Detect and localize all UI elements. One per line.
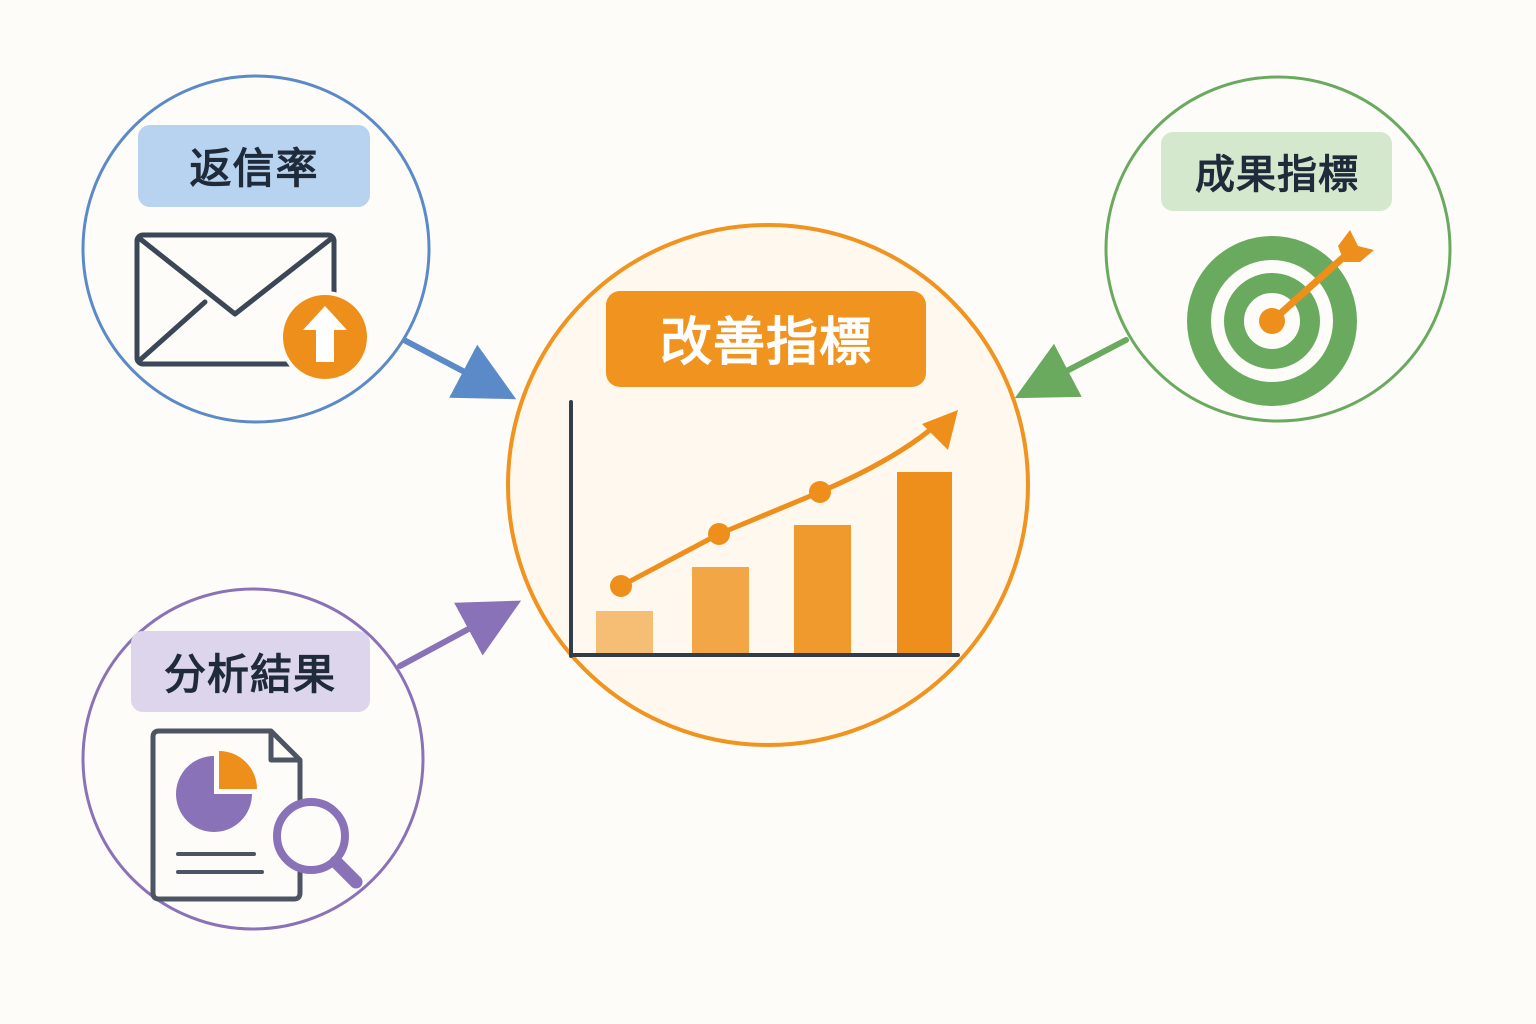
bar-line-growth-chart-icon [569,400,960,658]
chart-bar [596,611,653,653]
up-arrow-icon [303,306,347,362]
analysis-results-node: 分析結果 [81,587,425,931]
reply-rate-label-badge [138,125,370,207]
chart-trend-arrowhead [922,410,958,450]
magnifier-lens [273,798,349,874]
target-ring-outer [1187,236,1357,406]
arrow-reply-rate-to-center [401,337,517,400]
chart-point [809,481,831,503]
envelope-flap [137,236,334,317]
reply-rate-label: 返信率 [189,144,318,193]
reply-rate-node: 返信率 [81,74,431,424]
pie-slice-purple [176,756,252,832]
envelope-up-arrow-icon [134,232,371,383]
target-bullseye [1259,308,1285,334]
analysis-results-label: 分析結果 [164,650,336,699]
pie-slice-orange [219,751,257,789]
center-node: 改善指標 [506,223,1030,747]
magnifier-handle [329,855,363,889]
chart-bar [692,567,749,653]
arrow-analysis-to-center [397,600,522,669]
center-title: 改善指標 [660,313,872,373]
outcome-metrics-node: 成果指標 [1104,75,1452,423]
target-arrow-fletching [1338,230,1374,262]
document-corner-fold [268,731,300,763]
chart-point [610,575,632,597]
arrow-outcome-to-center [1014,337,1129,399]
analysis-results-label-badge [131,631,370,712]
outcome-metrics-label-badge [1161,132,1392,211]
chart-bar [794,525,851,653]
connector-arrows [397,337,1129,669]
target-arrow-icon [1187,230,1374,406]
target-ring-inner [1224,273,1320,369]
center-title-badge [606,291,926,387]
outcome-metrics-label: 成果指標 [1195,152,1359,198]
envelope-fold-left [137,299,208,363]
chart-bar [897,472,952,653]
target-arrow-shaft [1268,251,1350,325]
document-pie-magnifier-icon [150,728,363,902]
chart-point [708,523,730,545]
